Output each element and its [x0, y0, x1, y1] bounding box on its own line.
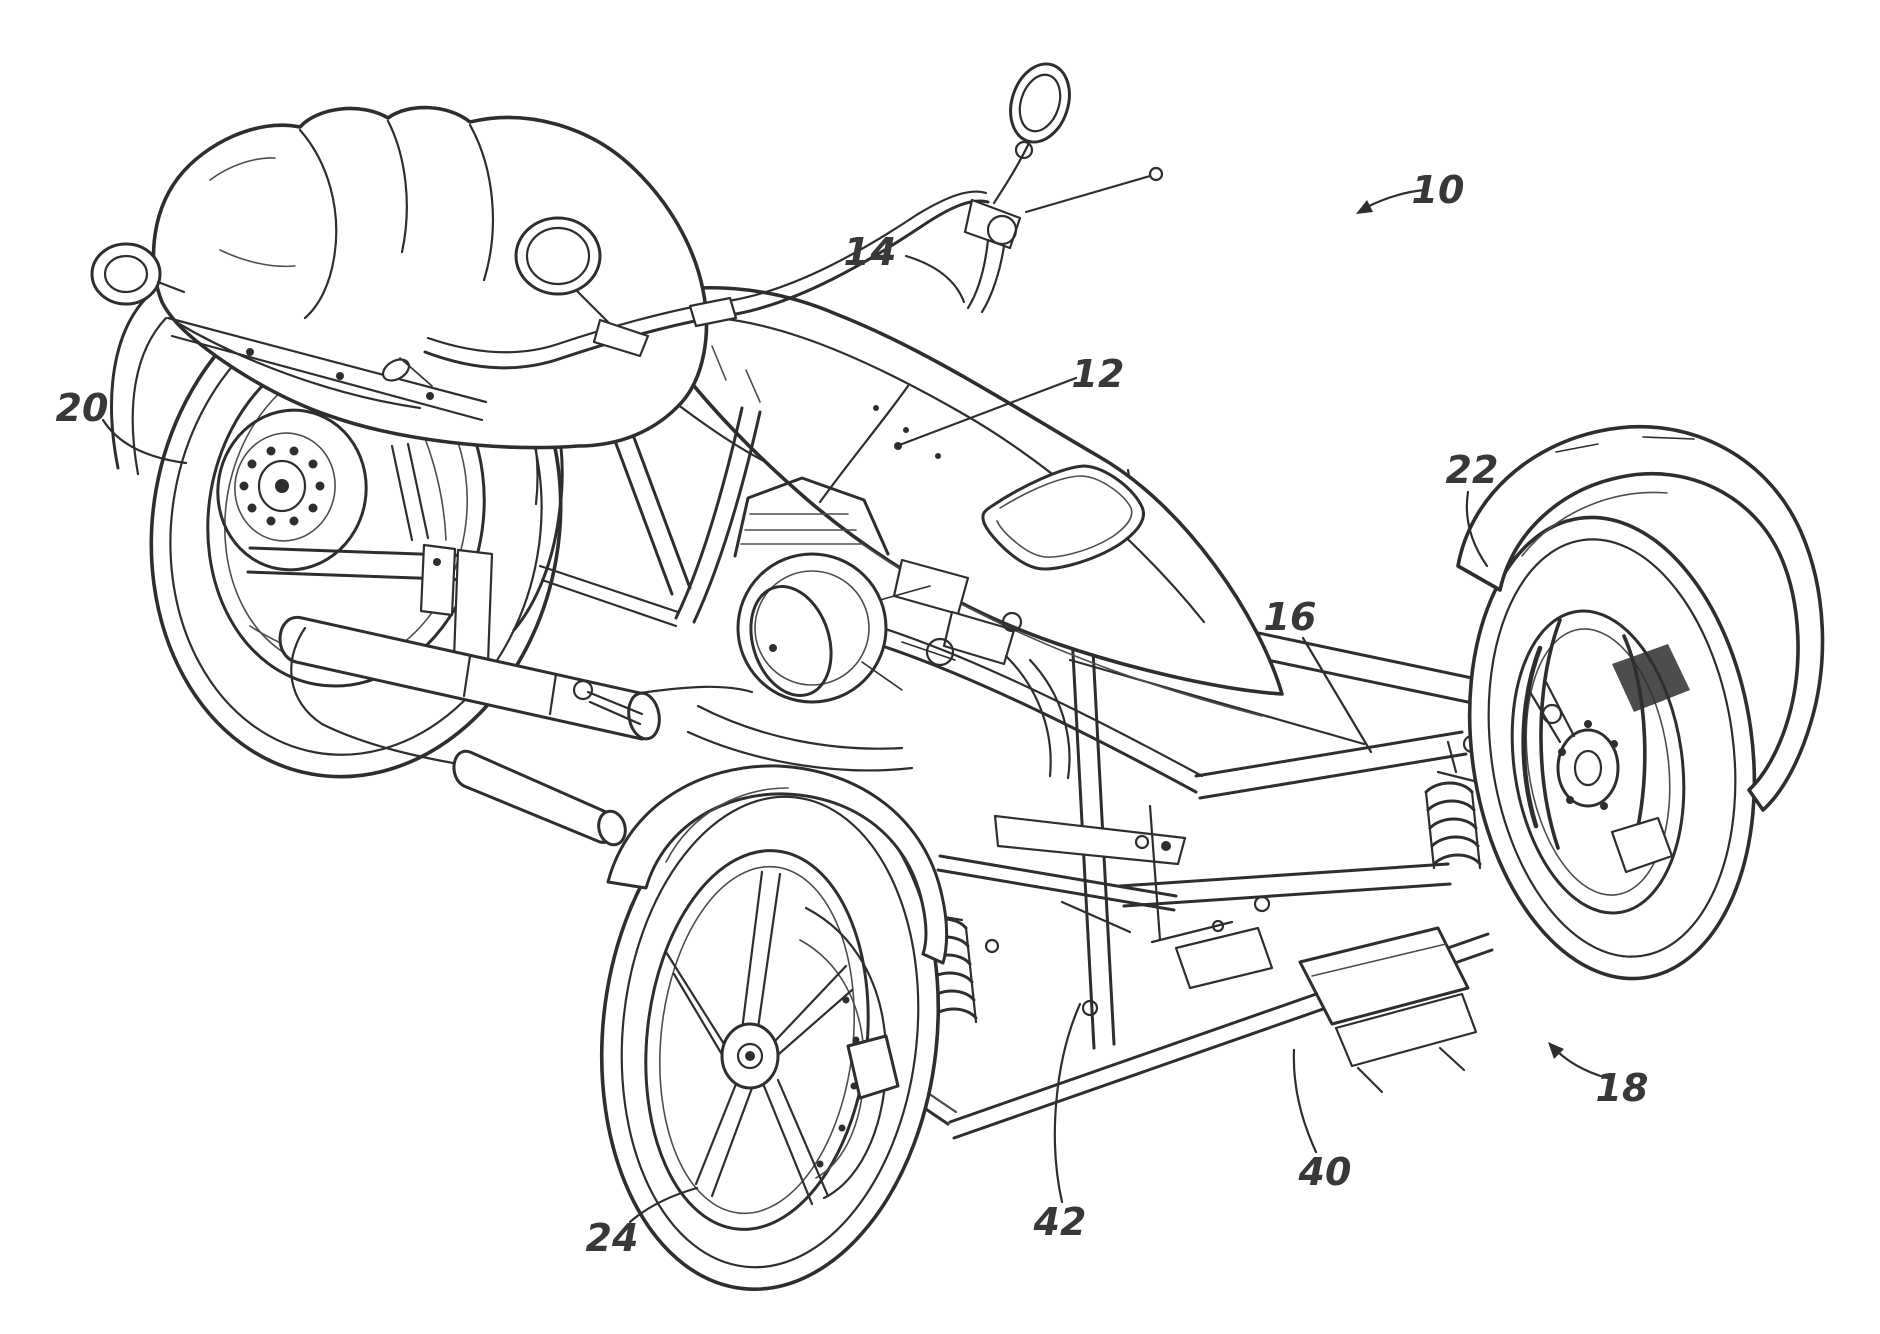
arrowhead-10: [1356, 200, 1373, 214]
handlebar-assembly: [381, 62, 1164, 387]
right-controls: [963, 166, 1164, 314]
front-right-wheel: [1456, 424, 1825, 981]
left-mirror: [514, 216, 650, 358]
right-coil-spring: [1424, 740, 1482, 870]
lower-bracket-boxes: [1298, 926, 1478, 1094]
front-right-fender: [1456, 424, 1825, 812]
leader-line-42: [1053, 1002, 1082, 1204]
ref-numeral-42: 42: [1033, 1200, 1087, 1244]
tail-light: [90, 242, 186, 306]
leader-line-22: [1465, 490, 1489, 568]
ref-numeral-10: 10: [1412, 168, 1465, 212]
leader-line-24: [628, 1186, 699, 1224]
leader-line-16: [1301, 636, 1373, 754]
ref-numeral-14: 14: [844, 230, 897, 274]
ref-numeral-24: 24: [586, 1216, 639, 1260]
leader-line-40: [1292, 1048, 1318, 1154]
front-left-fender: [606, 764, 949, 965]
leader-lines: [101, 188, 1609, 1224]
leader-line-14: [904, 254, 966, 304]
leader-dot-12: [894, 442, 902, 450]
right-mirror: [992, 62, 1071, 205]
swingarm: [246, 442, 494, 664]
exhaust: [278, 616, 754, 847]
seat: [151, 105, 709, 450]
leader-line-20: [101, 418, 188, 465]
leader-line-12: [900, 376, 1078, 446]
leader-line-10: [1365, 188, 1426, 209]
reference-numerals: 10 12 14 16 18 20 22 24 40 42: [56, 168, 1649, 1260]
front-fairing: [634, 285, 1284, 717]
ref-numeral-12: 12: [1072, 352, 1125, 396]
front-left-wheel: [599, 764, 949, 1291]
left-grip: [381, 357, 433, 387]
ref-numeral-40: 40: [1298, 1150, 1352, 1194]
seat-rail: [166, 316, 488, 422]
ref-numeral-22: 22: [1446, 448, 1499, 492]
ref-numeral-20: 20: [56, 386, 109, 430]
arrowhead-18: [1548, 1042, 1564, 1059]
ref-numeral-18: 18: [1596, 1066, 1649, 1110]
ref-numeral-16: 16: [1264, 595, 1317, 639]
